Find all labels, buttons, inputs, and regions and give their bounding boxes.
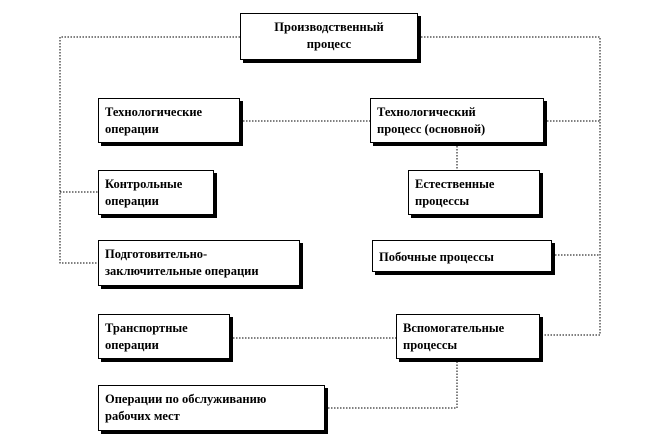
root-process-box: Производственный процесс — [240, 13, 418, 60]
prep-final-operations-box: Подготовительно- заключительные операции — [98, 240, 300, 286]
natural-processes-box: Естественные процессы — [408, 170, 540, 215]
workplace-service-operations-box: Операции по обслуживанию рабочих мест — [98, 385, 325, 431]
transport-operations-box: Транспортные операции — [98, 314, 230, 359]
tech-process-box: Технологический процесс (основной) — [370, 98, 544, 143]
right-bus-line — [418, 36, 601, 336]
tech-operations-box: Технологические операции — [98, 98, 240, 143]
service-to-aux — [325, 359, 458, 409]
control-operations-box: Контрольные операции — [98, 170, 214, 215]
aux-processes-box: Вспомогательные процессы — [396, 314, 540, 359]
left-bus-line — [59, 36, 240, 264]
side-processes-box: Побочные процессы — [372, 240, 552, 272]
